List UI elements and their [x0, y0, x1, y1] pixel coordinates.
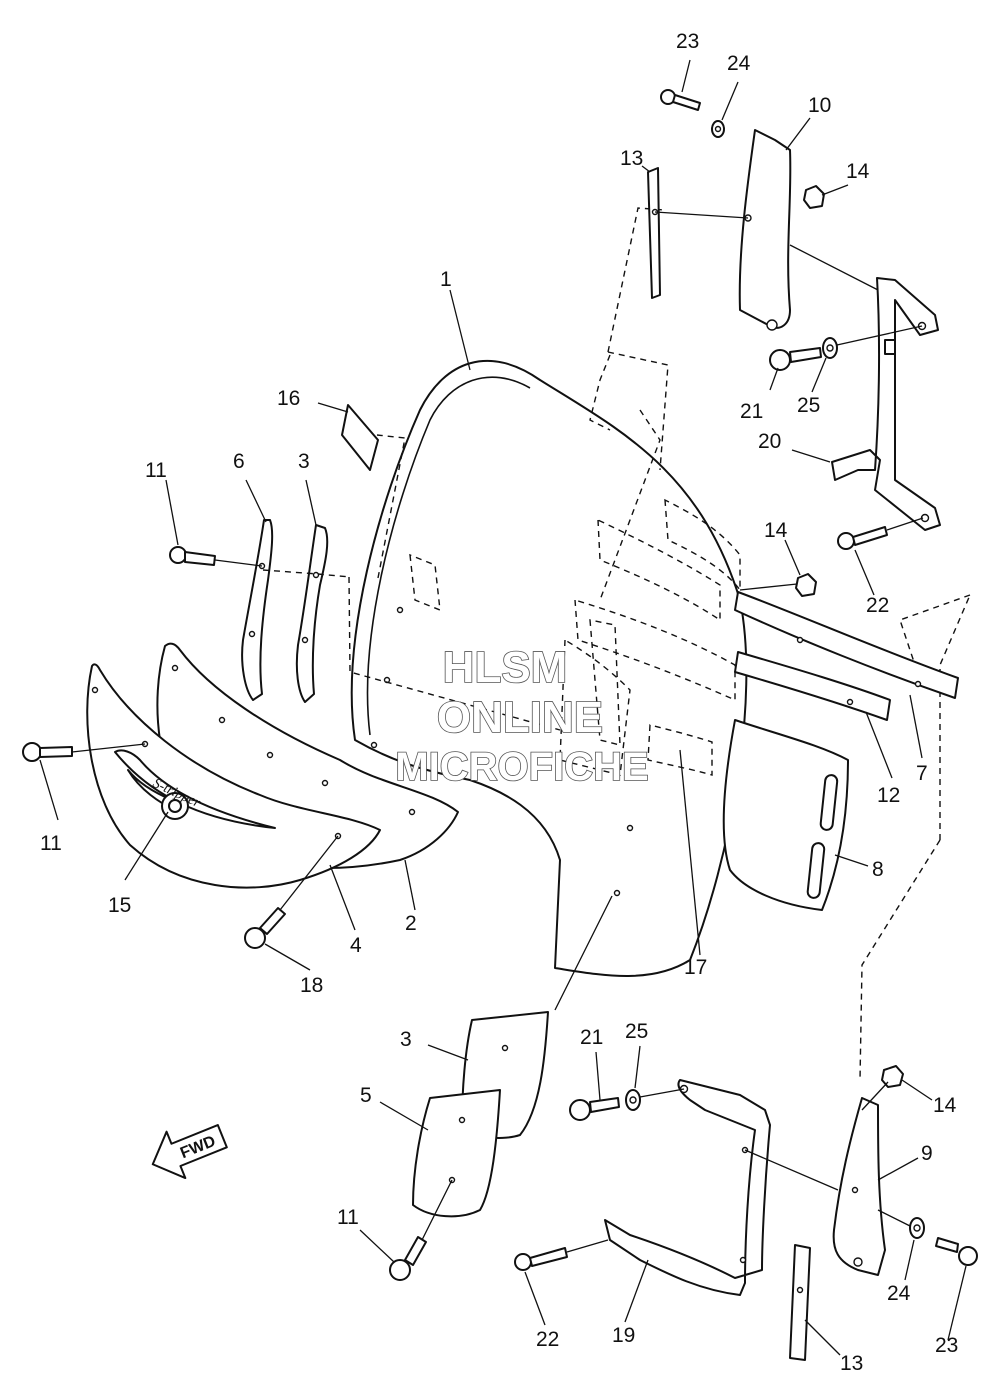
- callout-1: 1: [440, 268, 452, 291]
- trim-strips: [734, 591, 959, 721]
- callout-18: 18: [300, 974, 323, 997]
- lower-mount-plate: [722, 719, 849, 911]
- callout-22-lower: 22: [536, 1328, 559, 1351]
- side-shield-lower: [412, 1011, 549, 1218]
- callout-24-upper: 24: [727, 52, 751, 75]
- callout-10: 10: [808, 94, 831, 117]
- forward-direction-arrow: FWD: [151, 1124, 228, 1180]
- callout-19: 19: [612, 1324, 635, 1347]
- callout-leaders: [39, 59, 967, 1356]
- callout-16: 16: [277, 387, 300, 410]
- callout-11-lower: 11: [337, 1206, 359, 1229]
- callout-4: 4: [350, 934, 362, 957]
- callout-21-upper: 21: [740, 400, 763, 423]
- callout-20: 20: [758, 430, 781, 453]
- watermark-line-1: HLSM: [443, 643, 568, 692]
- upper-bracket-assembly: [647, 129, 879, 331]
- callout-8: 8: [872, 858, 884, 881]
- callout-21-lower: 21: [580, 1026, 603, 1049]
- side-shield-upper: [241, 519, 351, 703]
- watermark-line-2: ONLINE: [437, 693, 603, 742]
- callout-14-lower: 14: [933, 1094, 957, 1117]
- callout-12: 12: [877, 784, 900, 807]
- callout-13-lower: 13: [840, 1352, 863, 1375]
- callout-24-lower: 24: [887, 1282, 911, 1305]
- callout-23-upper: 23: [676, 30, 699, 53]
- watermark-line-3: MICROFICHE: [395, 745, 648, 789]
- callout-3-lower: 3: [400, 1028, 412, 1051]
- decal-part: [341, 404, 379, 471]
- callout-22-upper: 22: [866, 594, 889, 617]
- callout-17: 17: [684, 956, 707, 979]
- callout-11-left: 11: [40, 832, 62, 855]
- callout-13-upper: 13: [620, 147, 643, 170]
- callout-3-upper: 3: [298, 450, 310, 473]
- callout-6: 6: [233, 450, 245, 473]
- callout-11-upper: 11: [145, 459, 167, 482]
- callout-5: 5: [360, 1084, 372, 1107]
- callout-25-upper: 25: [797, 394, 820, 417]
- callout-14-middle: 14: [764, 519, 788, 542]
- callout-25-lower: 25: [625, 1020, 648, 1043]
- callout-23-lower: 23: [935, 1334, 958, 1357]
- callout-9: 9: [921, 1142, 933, 1165]
- callout-15: 15: [108, 894, 131, 917]
- callout-14-upper: 14: [846, 160, 870, 183]
- upper-mount-bracket: [831, 277, 941, 531]
- lower-bracket-assembly: [789, 1097, 886, 1361]
- lower-mount-bracket: [604, 1079, 839, 1296]
- hidden-bracket-outlines: [409, 354, 741, 776]
- callout-labels: 1 2 3 3 4 5 6 7 8 9 10 11 11 11 12 13 13…: [40, 30, 958, 1375]
- callout-2: 2: [405, 912, 417, 935]
- callout-7: 7: [916, 762, 928, 785]
- fasteners: [22, 89, 978, 1281]
- watermark: HLSM ONLINE MICROFICHE: [395, 642, 650, 790]
